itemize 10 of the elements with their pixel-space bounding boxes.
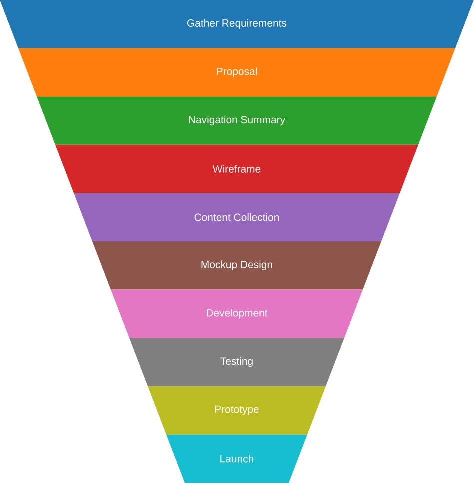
funnel-band: Navigation Summary	[37, 96, 437, 145]
funnel-band: Development	[111, 290, 363, 338]
funnel-band: Proposal	[18, 48, 456, 97]
funnel-band: Launch	[166, 434, 308, 483]
funnel-band: Mockup Design	[92, 242, 382, 290]
funnel-band: Prototype	[148, 386, 326, 435]
funnel-band: Testing	[130, 338, 344, 386]
funnel-band: Gather Requirements	[0, 0, 474, 48]
funnel-band: Content Collection	[74, 193, 400, 242]
funnel-band: Wireframe	[56, 144, 418, 194]
